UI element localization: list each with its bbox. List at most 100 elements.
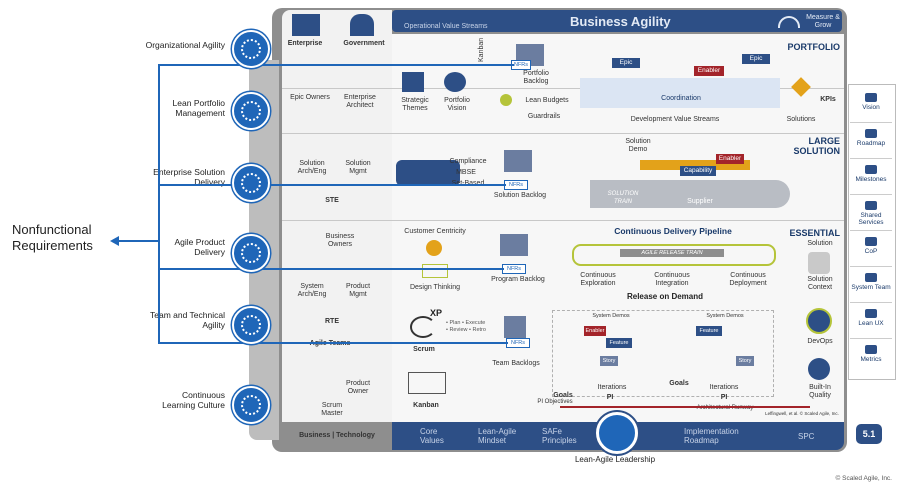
design-thinking-icon: [422, 264, 448, 278]
divider-essential: [282, 220, 844, 221]
safe-principles[interactable]: SAFe Principles: [542, 427, 577, 445]
government-icon: [350, 14, 374, 36]
solution-context: Solution Context: [807, 276, 833, 291]
portfolio-kanban: Kanban: [478, 38, 508, 62]
enterprise-icon: [292, 14, 320, 36]
role-system-arch: System Arch/Eng: [297, 283, 327, 298]
divider-portfolio: [282, 88, 844, 89]
role-product-mgmt: Product Mgmt: [345, 283, 371, 298]
operational-value-streams: Operational Value Streams: [404, 23, 488, 30]
sidebar-system-team[interactable]: System Team: [850, 266, 892, 303]
milestone-icon: [865, 165, 877, 174]
sidebar-cop[interactable]: CoP: [850, 230, 892, 267]
core-values[interactable]: Core Values: [420, 427, 444, 445]
supplier: Supplier: [687, 198, 713, 205]
sidebar-shared-services[interactable]: Shared Services: [850, 194, 892, 231]
scrum-plan-items: • Plan • Execute • Review • Retro: [446, 320, 486, 333]
team-gear-icon: [865, 273, 877, 282]
solution-demo: Solution Demo: [625, 138, 651, 153]
sidebar-vision[interactable]: Vision: [850, 86, 892, 123]
roles-column: [282, 10, 392, 422]
devops-icon: [806, 308, 832, 334]
guardrails: Guardrails: [527, 113, 561, 120]
agile-product-delivery-icon: [232, 234, 270, 272]
gauge-icon: [778, 16, 800, 28]
design-thinking: Design Thinking: [409, 284, 461, 291]
nfr-solution: NFRs: [504, 180, 528, 190]
compliance: Compliance: [449, 158, 487, 165]
goals-label: Goals: [553, 392, 573, 399]
kanban-label: Kanban: [413, 402, 439, 409]
role-government: Government: [343, 40, 385, 47]
organizational-agility-icon: [232, 30, 270, 68]
community-icon: [865, 237, 877, 246]
nfr-callout-line: [118, 240, 158, 242]
version-badge: 5.1: [856, 424, 882, 444]
portfolio-vision: Portfolio Vision: [444, 97, 470, 112]
team-story-2: Story: [736, 356, 754, 366]
large-solution-level-label: LARGE SOLUTION: [793, 136, 841, 156]
role-solution-mgmt: Solution Mgmt: [345, 160, 371, 175]
lean-agile-mindset[interactable]: Lean-Agile Mindset: [478, 427, 517, 445]
label-organizational-agility: Organizational Agility: [145, 40, 225, 50]
continuous-exploration: Continuous Exploration: [580, 272, 616, 287]
nfr-line-portfolio: [158, 64, 514, 66]
copyright: © Scaled Agile, Inc.: [835, 475, 892, 482]
divider-large: [282, 133, 844, 134]
callout-arrow-icon: [110, 236, 119, 246]
label-team-technical-agility: Team and Technical Agility: [150, 310, 225, 330]
customer-centricity: Customer Centricity: [404, 228, 466, 235]
kanban-board-icon: [408, 372, 446, 394]
dvs-arrows: [580, 78, 780, 108]
solution-label: Solution: [807, 240, 833, 247]
large-enabler: Enabler: [716, 154, 744, 164]
team-enabler: Enabler: [584, 326, 606, 336]
goals-label-2: Goals: [669, 380, 689, 387]
sidebar-lean-ux[interactable]: Lean UX: [850, 302, 892, 339]
enterprise-solution-delivery-icon: [232, 164, 270, 202]
metrics-icon: [865, 345, 877, 354]
sidebar-milestones[interactable]: Milestones: [850, 158, 892, 195]
sidebar-roadmap[interactable]: Roadmap: [850, 122, 892, 159]
scrum-icon: [410, 316, 436, 338]
solution-train-body: [590, 180, 790, 208]
coordination: Coordination: [661, 95, 701, 102]
role-enterprise-architect: Enterprise Architect: [344, 94, 376, 109]
pi-label-2: PI: [720, 394, 728, 401]
lean-budgets-icon: [500, 94, 512, 106]
strategic-themes: Strategic Themes: [401, 97, 429, 112]
kpis: KPIs: [820, 96, 836, 103]
iterations-label-2: Iterations: [709, 384, 739, 391]
cycle-icon: [865, 309, 877, 318]
lean-budgets: Lean Budgets: [525, 97, 569, 104]
nfr-program: NFRs: [502, 264, 526, 274]
built-in-quality-icon: [808, 358, 830, 380]
portfolio-backlog: Portfolio Backlog: [523, 70, 549, 85]
solution-backlog-icon: [504, 150, 532, 172]
mbse: MBSE: [456, 169, 476, 176]
sidebar-metrics[interactable]: Metrics: [850, 338, 892, 374]
nfr-line-solution: [158, 184, 506, 186]
implementation-roadmap[interactable]: Implementation Roadmap: [684, 427, 739, 445]
team-story: Story: [600, 356, 618, 366]
spc[interactable]: SPC: [798, 432, 815, 441]
label-lean-portfolio-management: Lean Portfolio Management: [172, 98, 225, 118]
essential-level-label: ESSENTIAL: [789, 228, 840, 238]
label-enterprise-solution-delivery: Enterprise Solution Delivery: [153, 167, 225, 187]
system-demos-2: System Demos: [706, 313, 744, 319]
lean-agile-leadership: Lean-Agile Leadership: [574, 455, 656, 464]
customer-centricity-icon: [426, 240, 442, 256]
built-in-quality: Built-In Quality: [809, 384, 831, 399]
role-solution-arch: Solution Arch/Eng: [297, 160, 327, 175]
art-label: AGILE RELEASE TRAIN: [620, 249, 724, 257]
portfolio-vision-icon: [444, 72, 466, 92]
label-agile-product-delivery: Agile Product Delivery: [174, 237, 225, 257]
scrum-label: Scrum: [413, 346, 435, 353]
solution-train-engine-icon: [396, 160, 460, 186]
large-capability: Capability: [680, 166, 716, 176]
portfolio-level-label: PORTFOLIO: [787, 42, 841, 52]
nfr-line-program: [158, 268, 504, 270]
portfolio-epic-1: Epic: [612, 58, 640, 68]
iteration-area: [552, 310, 774, 397]
role-business-owners: Business Owners: [325, 233, 355, 248]
